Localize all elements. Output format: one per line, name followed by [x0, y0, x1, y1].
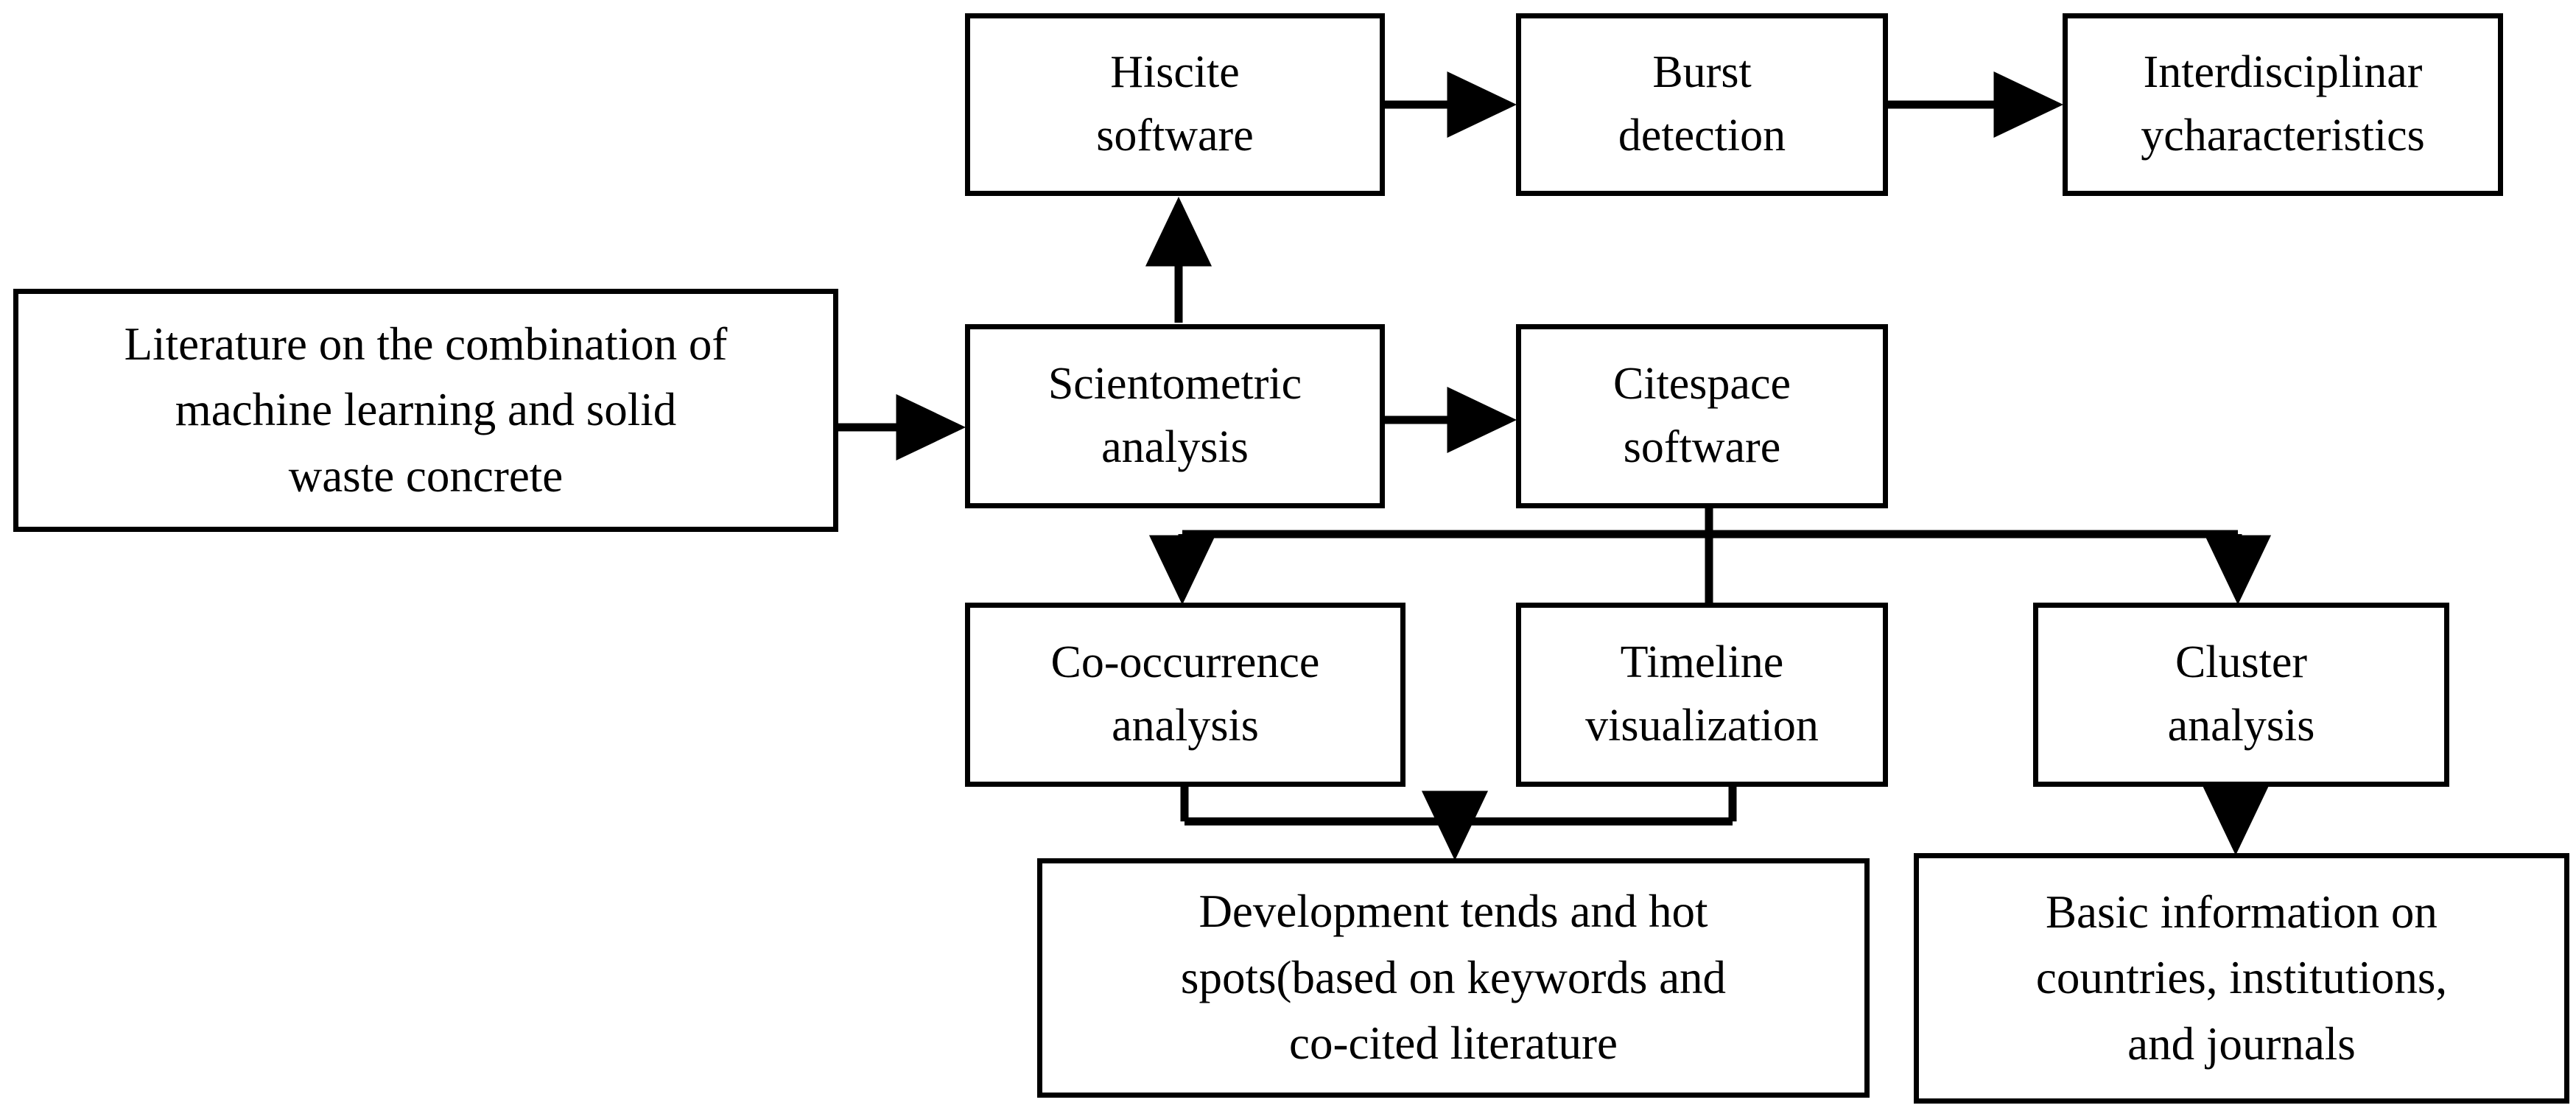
- node-basic-information-label: Basic information on countries, institut…: [2035, 886, 2448, 1070]
- node-co-occurrence-analysis[interactable]: Co-occurrence analysis: [965, 603, 1405, 787]
- node-literature-label: Literature on the combination of machine…: [124, 318, 728, 502]
- node-citespace-software-label: Citespace software: [1612, 359, 1791, 472]
- node-interdisciplinary-characteristics[interactable]: Interdisciplinar ycharacteristics: [2063, 13, 2503, 196]
- node-interdisciplinary-characteristics-label: Interdisciplinar ycharacteristics: [2141, 47, 2425, 161]
- node-literature[interactable]: Literature on the combination of machine…: [13, 289, 838, 532]
- node-burst-detection-label: Burst detection: [1618, 47, 1786, 161]
- node-scientometric-analysis-label: Scientometric analysis: [1047, 359, 1302, 472]
- node-hiscite-software[interactable]: Hiscite software: [965, 13, 1385, 196]
- node-cluster-analysis-label: Cluster analysis: [2167, 637, 2315, 751]
- node-scientometric-analysis[interactable]: Scientometric analysis: [965, 324, 1385, 508]
- node-basic-information[interactable]: Basic information on countries, institut…: [1914, 853, 2569, 1104]
- node-development-trends-hotspots[interactable]: Development tends and hot spots(based on…: [1037, 858, 1870, 1098]
- node-hiscite-software-label: Hiscite software: [1096, 47, 1254, 161]
- node-timeline-visualization[interactable]: Timeline visualization: [1516, 603, 1888, 787]
- node-burst-detection[interactable]: Burst detection: [1516, 13, 1888, 196]
- node-cluster-analysis[interactable]: Cluster analysis: [2033, 603, 2449, 787]
- node-co-occurrence-analysis-label: Co-occurrence analysis: [1050, 637, 1320, 751]
- node-development-trends-hotspots-label: Development tends and hot spots(based on…: [1180, 886, 1727, 1070]
- node-timeline-visualization-label: Timeline visualization: [1585, 637, 1819, 751]
- node-citespace-software[interactable]: Citespace software: [1516, 324, 1888, 508]
